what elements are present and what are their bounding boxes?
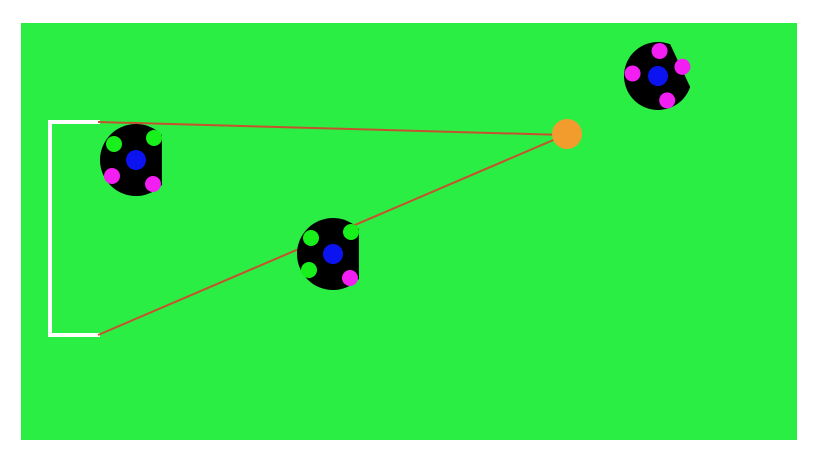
robot-marker-magenta <box>659 92 676 109</box>
robot-center-dot <box>648 66 668 86</box>
robot-top-right[interactable] <box>613 31 703 121</box>
robot-marker-green <box>343 224 359 240</box>
goal-frame <box>48 120 100 337</box>
robot-marker-magenta <box>651 42 668 59</box>
robot-center-dot <box>126 150 146 170</box>
robot-marker-magenta <box>624 65 641 82</box>
robot-marker-green <box>146 130 162 146</box>
robots-layer <box>100 31 703 290</box>
robot-marker-green <box>303 230 319 246</box>
robot-marker-magenta <box>145 176 161 192</box>
robot-marker-green <box>301 262 317 278</box>
robot-marker-magenta <box>674 58 691 75</box>
ball[interactable] <box>552 119 582 149</box>
robot-marker-green <box>106 136 122 152</box>
sight-line-upper <box>97 121 566 136</box>
robot-near-goal[interactable] <box>100 124 162 196</box>
robot-marker-magenta <box>342 270 358 286</box>
robot-center[interactable] <box>297 218 359 290</box>
robot-marker-magenta <box>104 168 120 184</box>
robot-center-dot <box>323 244 343 264</box>
